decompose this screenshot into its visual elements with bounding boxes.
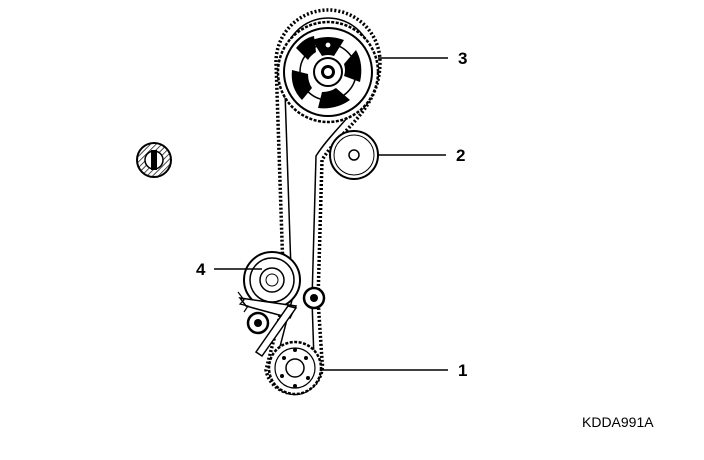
crankshaft-sprocket [267,340,323,396]
figure-code: KDDA991A [582,414,654,430]
leader-lines [214,57,448,371]
camshaft-sprocket [276,20,380,124]
callout-3: 3 [458,49,467,68]
tensioner-bracket [237,291,298,358]
callout-2: 2 [456,146,465,165]
belt-guide-roller [302,286,326,310]
crankshaft-key-detail [136,142,172,178]
callout-1: 1 [458,361,467,380]
idler-pulley [329,130,379,180]
callout-4: 4 [196,260,206,279]
